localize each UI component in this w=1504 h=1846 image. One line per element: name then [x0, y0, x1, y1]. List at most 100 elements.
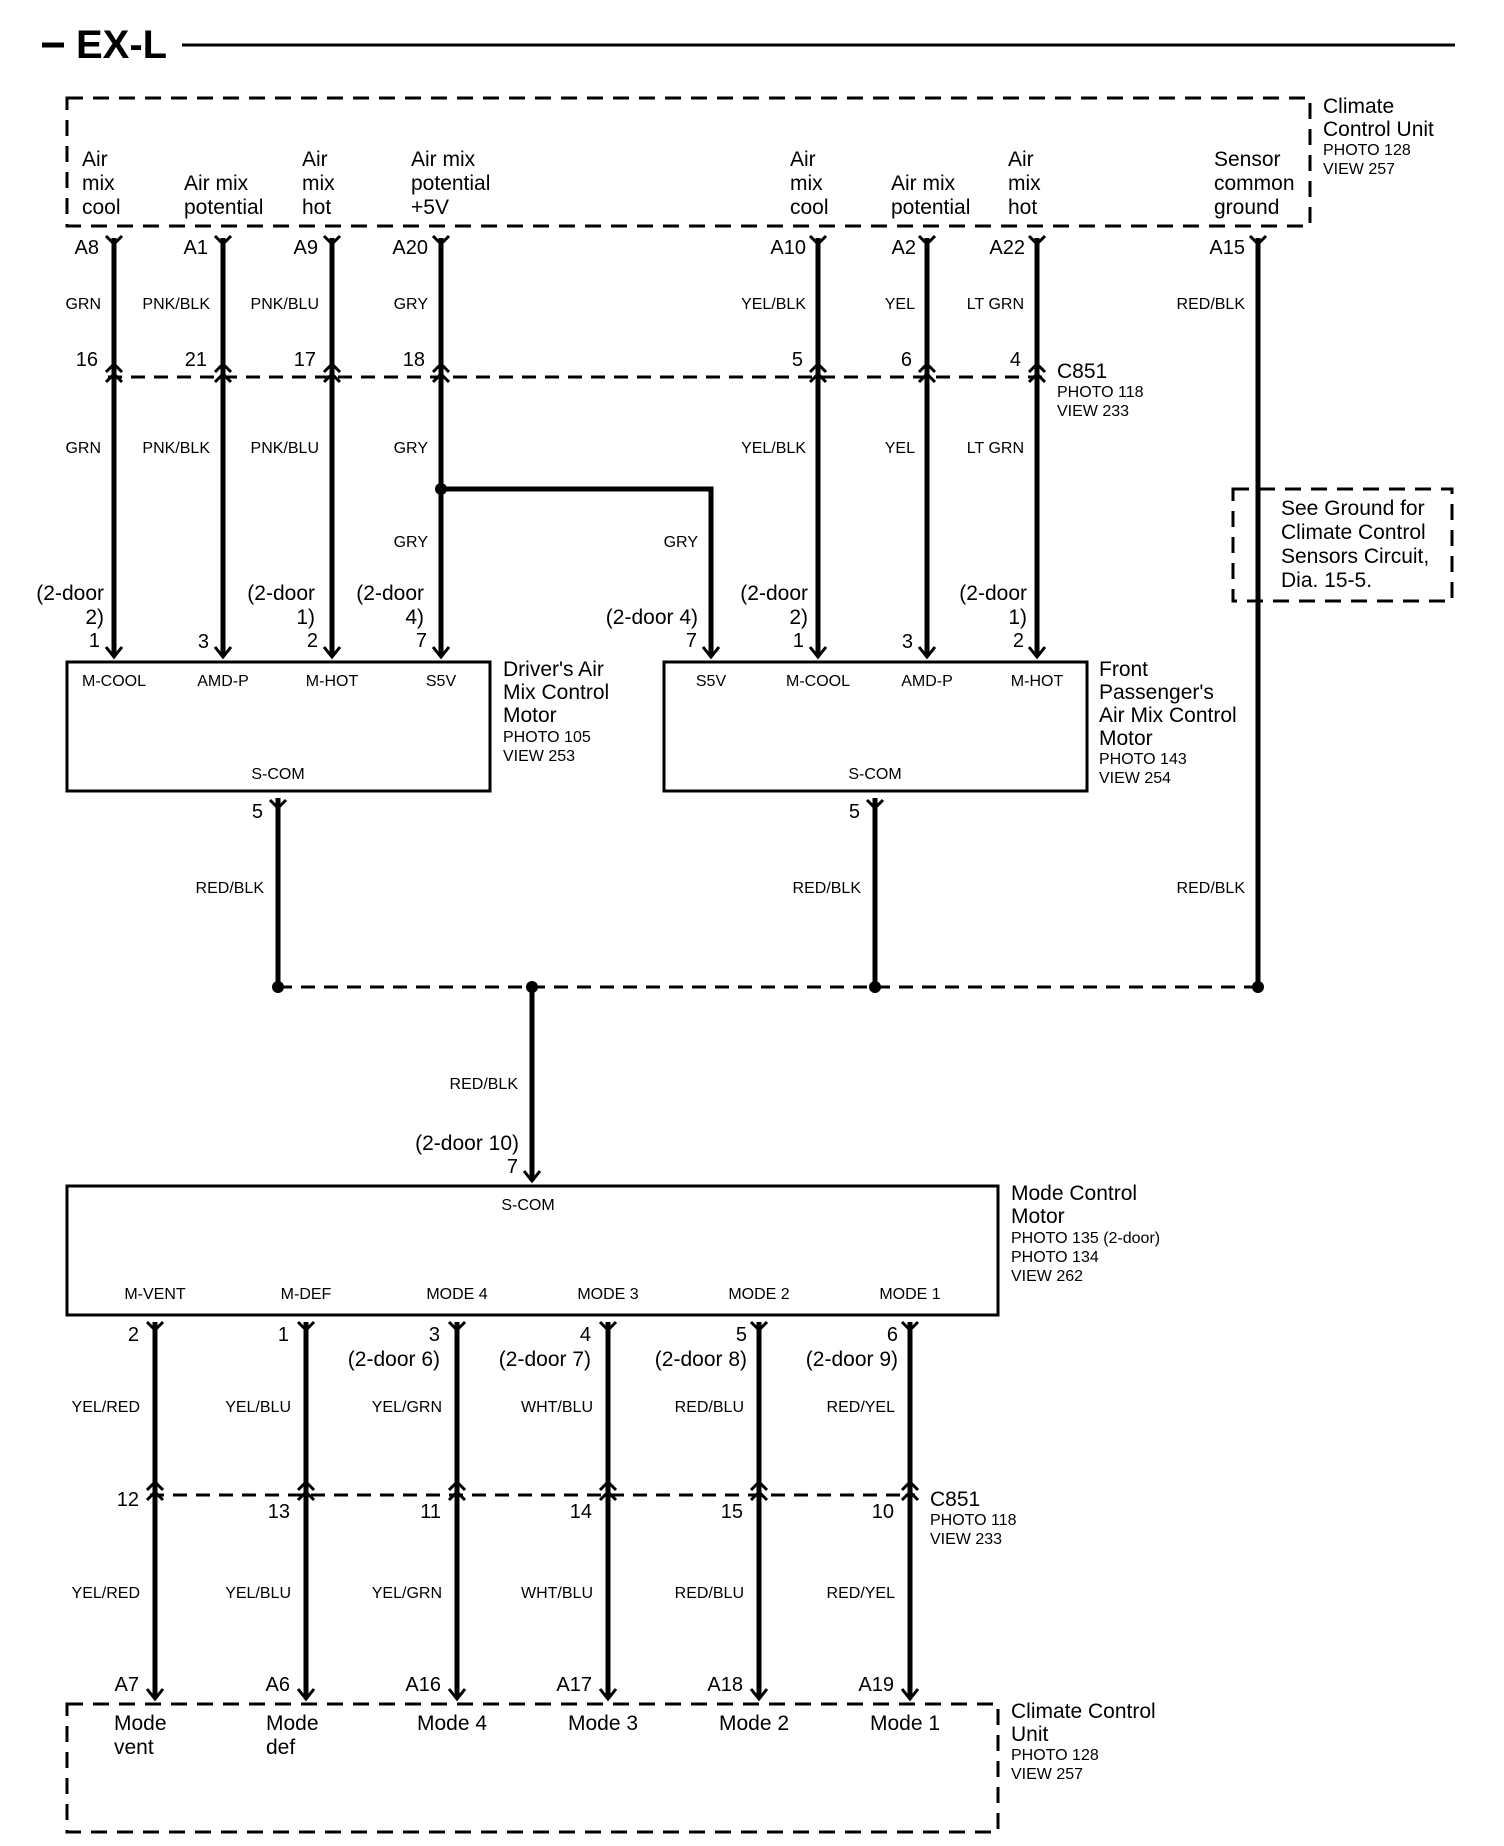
motor-terminal: S-COM [251, 766, 304, 783]
ccu-top-pin-a9: A9 [294, 237, 318, 259]
wire-color: RED/BLK [1177, 296, 1246, 313]
motor-terminal: MODE 4 [426, 1286, 487, 1303]
c851-top-pin: 5 [792, 349, 803, 371]
ccu-top-t4-l3: +5V [411, 196, 449, 219]
mode-control-motor: S-COM M-VENT M-DEF MODE 4 MODE 3 MODE 2 … [65, 1182, 1160, 1371]
driver-motor-name-3: Motor [503, 704, 557, 727]
ccu-bottom-pin: A19 [858, 1674, 894, 1696]
alt-pin-label: 2) [85, 606, 104, 629]
motor-terminal: MODE 3 [577, 1286, 638, 1303]
alt-pin-label: (2-door 4) [606, 606, 698, 629]
ccu-top-t3-l2: mix [302, 172, 335, 195]
c851-bottom-pin: 12 [117, 1489, 139, 1511]
motor-terminal: S5V [696, 673, 727, 690]
passenger-motor-name-4: Motor [1099, 727, 1153, 750]
ground-note-line: Climate Control [1281, 521, 1426, 544]
motor-terminal: M-DEF [281, 1286, 332, 1303]
mode-motor-name-1: Mode Control [1011, 1182, 1137, 1205]
ccu-top-t5-l2: mix [790, 172, 823, 195]
wire-color: PNK/BLK [142, 440, 210, 457]
wire-color: YEL [885, 440, 915, 457]
c851-bottom-pin: 11 [420, 1501, 441, 1523]
wire-color: PNK/BLU [251, 296, 319, 313]
c851-bottom-pin: 13 [268, 1501, 290, 1523]
title-bar: EX-L [42, 23, 1455, 67]
ground-note-line: See Ground for [1281, 497, 1425, 520]
ccu-bottom-label: def [266, 1736, 295, 1759]
ccu-bottom-pin: A17 [556, 1674, 592, 1696]
wire-color: YEL [885, 296, 915, 313]
ccu-top-pin-a20: A20 [392, 237, 428, 259]
driver-motor-box [65, 660, 492, 793]
c851-top-view: VIEW 233 [1057, 403, 1129, 420]
motor-terminal: S-COM [848, 766, 901, 783]
driver-motor-photo: PHOTO 105 [503, 729, 591, 746]
ccu-top-view: VIEW 257 [1323, 161, 1395, 178]
wire-color: YEL/GRN [372, 1585, 442, 1602]
ccu-top-t1-l1: Air [82, 148, 108, 171]
ground-reference-note: See Ground for Climate Control Sensors C… [1231, 487, 1454, 603]
motor-pin: 7 [507, 1156, 518, 1178]
wire-color: WHT/BLU [521, 1399, 593, 1416]
motor-ground-pin: 5 [849, 801, 860, 823]
motor-pin: 2 [1013, 630, 1024, 652]
mode-motor-photo: PHOTO 134 [1011, 1249, 1099, 1266]
ccu-top-pin-a10: A10 [770, 237, 806, 259]
ccu-bottom-label: Mode 4 [417, 1712, 487, 1735]
ground-note-line: Sensors Circuit, [1281, 545, 1429, 568]
page-title: EX-L [76, 23, 167, 67]
ccu-top-t2-l1: Air mix [184, 172, 249, 195]
ccu-top-t3-l1: Air [302, 148, 328, 171]
c851-top-pin: 21 [185, 349, 207, 371]
ccu-bottom-pin: A18 [707, 1674, 743, 1696]
driver-motor-view: VIEW 253 [503, 748, 575, 765]
ccu-top-t7-l1: Air [1008, 148, 1034, 171]
climate-control-unit-bottom: A7 A6 A16 A17 A18 A19 Mode vent Mode def… [65, 1674, 1156, 1834]
ccu-bottom-name-1: Climate Control [1011, 1700, 1156, 1723]
wire-color: RED/BLK [196, 880, 265, 897]
passenger-motor-name-1: Front [1099, 658, 1148, 681]
motor-pin: 4 [580, 1324, 591, 1346]
ccu-top-t6-l2: potential [891, 196, 970, 219]
motor-pin: 7 [416, 630, 427, 652]
ccu-top-wire-colors: GRN PNK/BLK PNK/BLU GRY YEL/BLK YEL LT G… [65, 296, 1245, 313]
ccu-top-t1-l2: mix [82, 172, 115, 195]
wire-color: YEL/BLK [741, 440, 806, 457]
wire-color: RED/BLU [675, 1585, 744, 1602]
ccu-bottom-label: Mode 2 [719, 1712, 789, 1735]
passenger-motor-box [662, 660, 1089, 793]
c851-bottom-view: VIEW 233 [930, 1531, 1002, 1548]
ccu-top-name-1: Climate [1323, 95, 1394, 118]
ccu-bottom-label: vent [114, 1736, 154, 1759]
wire-color: YEL/RED [72, 1585, 140, 1602]
gry-splice-dot [435, 483, 447, 495]
alt-pin-label: (2-door 8) [655, 1348, 747, 1371]
c851-bottom-connector: 12 13 11 14 15 10 C851 PHOTO 118 VIEW 23… [117, 1479, 1017, 1548]
wire-color: GRN [65, 296, 101, 313]
bottom-wires: YEL/RED YEL/BLU YEL/GRN WHT/BLU RED/BLU … [72, 1322, 913, 1697]
ccu-top-box [65, 96, 1312, 228]
ccu-top-t1-l3: cool [82, 196, 121, 219]
mode-motor-photo: PHOTO 135 (2-door) [1011, 1230, 1160, 1247]
alt-pin-label: (2-door [36, 582, 104, 605]
c851-bottom-pin: 14 [570, 1501, 592, 1523]
ccu-top-t8-l2: common [1214, 172, 1295, 195]
ccu-top-t6-l1: Air mix [891, 172, 956, 195]
ground-bus: RED/BLK (2-door 10) 7 [272, 981, 1264, 1184]
ccu-top-pin-a15: A15 [1209, 237, 1245, 259]
climate-control-unit-top: Climate Control Unit PHOTO 128 VIEW 257 … [65, 95, 1434, 259]
wire-color: GRY [394, 534, 429, 551]
alt-pin-label: 2) [789, 606, 808, 629]
c851-top-pin: 16 [76, 349, 98, 371]
c851-top-pin: 18 [403, 349, 425, 371]
c851-top-pin: 4 [1010, 349, 1021, 371]
wire-color: GRY [664, 534, 699, 551]
motor-pin: 3 [429, 1324, 440, 1346]
passenger-motor-name-2: Passenger's [1099, 681, 1214, 704]
wire-color: YEL/BLU [225, 1399, 291, 1416]
c851-top-pin: 6 [901, 349, 912, 371]
c851-bottom-pin: 10 [872, 1501, 894, 1523]
alt-pin-label: 4) [405, 606, 424, 629]
ccu-top-t4-l1: Air mix [411, 148, 476, 171]
